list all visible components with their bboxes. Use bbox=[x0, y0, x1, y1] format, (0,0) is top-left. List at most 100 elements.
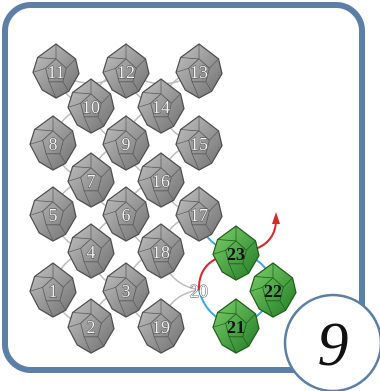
tile-2[interactable]: 2 bbox=[67, 298, 115, 354]
gem-facet-line bbox=[72, 312, 92, 315]
tile-16[interactable]: 16 bbox=[137, 152, 185, 208]
gem-facet-line bbox=[101, 238, 111, 249]
gem-facet bbox=[45, 58, 67, 83]
gem-facet-line bbox=[153, 261, 162, 279]
gem-facet-line bbox=[191, 153, 200, 171]
tile-label: 17 bbox=[190, 205, 208, 225]
gem-facet bbox=[115, 201, 137, 226]
gem-facet-line bbox=[102, 210, 116, 216]
gem-facet-line bbox=[45, 224, 54, 242]
gem-facet-line bbox=[279, 300, 286, 311]
gem-facet-line bbox=[246, 240, 256, 251]
gem-facet bbox=[80, 238, 102, 263]
tile-label: 13 bbox=[190, 62, 208, 82]
gem-facet-line bbox=[228, 263, 237, 281]
gem-facet-line bbox=[205, 153, 212, 164]
gem-facet-line bbox=[142, 92, 162, 95]
gem-facet-line bbox=[153, 336, 162, 354]
tile-label: 8 bbox=[49, 134, 58, 154]
gem-facet-line bbox=[67, 102, 81, 108]
tile-9[interactable]: 9 bbox=[102, 115, 150, 171]
gem-facet-line bbox=[209, 130, 219, 141]
gem-facet-line bbox=[209, 58, 219, 69]
tile-3[interactable]: 3 bbox=[102, 262, 150, 318]
gem-facet-line bbox=[62, 81, 69, 92]
gem-facet-line bbox=[212, 249, 226, 255]
gem-facet-line bbox=[102, 139, 116, 145]
gem-facet-line bbox=[142, 312, 162, 315]
gem-facet-line bbox=[34, 129, 54, 132]
tile-1[interactable]: 1 bbox=[29, 262, 77, 318]
gem-facet-line bbox=[136, 277, 146, 288]
gem-facet bbox=[115, 130, 137, 155]
gem-facet-line bbox=[171, 238, 181, 249]
gem-facet-line bbox=[107, 57, 127, 60]
gem-facet-line bbox=[136, 58, 146, 69]
gem-facet-line bbox=[153, 116, 162, 134]
tile-13[interactable]: 13 bbox=[175, 43, 223, 99]
gem-facet-line bbox=[142, 237, 162, 240]
gem-facet bbox=[42, 277, 64, 302]
gem-facet-line bbox=[59, 300, 66, 311]
tile-label: 16 bbox=[152, 171, 170, 191]
tile-22[interactable]: 22 bbox=[249, 262, 297, 318]
tile-11[interactable]: 11 bbox=[32, 43, 80, 99]
gem-facet-line bbox=[63, 130, 73, 141]
gem-facet-line bbox=[228, 336, 237, 354]
gem-facet-line bbox=[59, 224, 66, 235]
gem-facet-line bbox=[205, 224, 212, 235]
tile-17[interactable]: 17 bbox=[175, 186, 223, 242]
gem-facet-line bbox=[72, 237, 92, 240]
tile-15[interactable]: 15 bbox=[175, 115, 223, 171]
gem-facet-line bbox=[132, 153, 139, 164]
gem-facet-line bbox=[136, 201, 146, 212]
tile-7[interactable]: 7 bbox=[67, 152, 115, 208]
gem-facet-line bbox=[217, 239, 237, 242]
gem-facet-line bbox=[83, 261, 92, 279]
gem-facet-line bbox=[72, 92, 92, 95]
tile-8[interactable]: 8 bbox=[29, 115, 77, 171]
tile-18[interactable]: 18 bbox=[137, 223, 185, 279]
gem-facet-line bbox=[34, 276, 54, 279]
gem-facet-line bbox=[118, 224, 127, 242]
tile-23[interactable]: 23 bbox=[212, 225, 260, 281]
gem-facet-line bbox=[67, 322, 81, 328]
tile-14[interactable]: 14 bbox=[137, 78, 185, 134]
gem-facet-line bbox=[102, 286, 116, 292]
gem-facet-line bbox=[45, 300, 54, 318]
tile-12[interactable]: 12 bbox=[102, 43, 150, 99]
tile-label: 2 bbox=[87, 317, 96, 337]
tile-20[interactable]: 20 bbox=[190, 281, 209, 302]
gem-facet-line bbox=[132, 81, 139, 92]
tile-label: 7 bbox=[87, 171, 96, 191]
gem-facet bbox=[188, 58, 210, 83]
tile-label: 1 bbox=[49, 281, 58, 301]
gem-facet-line bbox=[265, 300, 274, 318]
gem-facet-line bbox=[32, 67, 46, 73]
tile-19[interactable]: 19 bbox=[137, 298, 185, 354]
gem-facet-line bbox=[246, 313, 256, 324]
gem-facet-line bbox=[59, 153, 66, 164]
gem-facet-line bbox=[66, 58, 76, 69]
gem-facet-line bbox=[142, 166, 162, 169]
tile-21[interactable]: 21 bbox=[212, 298, 260, 354]
tile-label: 14 bbox=[152, 97, 170, 117]
gem-facet-line bbox=[83, 336, 92, 354]
gem-facet-line bbox=[137, 322, 151, 328]
tile-6[interactable]: 6 bbox=[102, 186, 150, 242]
gem-facet-line bbox=[167, 190, 174, 201]
gem-facet-line bbox=[209, 201, 219, 212]
gem-facet-line bbox=[97, 190, 104, 201]
gem-facet-line bbox=[102, 67, 116, 73]
gem-facet bbox=[225, 313, 247, 338]
gem-facet bbox=[80, 93, 102, 118]
gem-facet-line bbox=[107, 129, 127, 132]
gem-facet-line bbox=[136, 130, 146, 141]
tile-10[interactable]: 10 bbox=[67, 78, 115, 134]
tile-label: 15 bbox=[190, 134, 208, 154]
tile-4[interactable]: 4 bbox=[67, 223, 115, 279]
tile-5[interactable]: 5 bbox=[29, 186, 77, 242]
gem-facet bbox=[150, 93, 172, 118]
gem-facet-line bbox=[118, 300, 127, 318]
